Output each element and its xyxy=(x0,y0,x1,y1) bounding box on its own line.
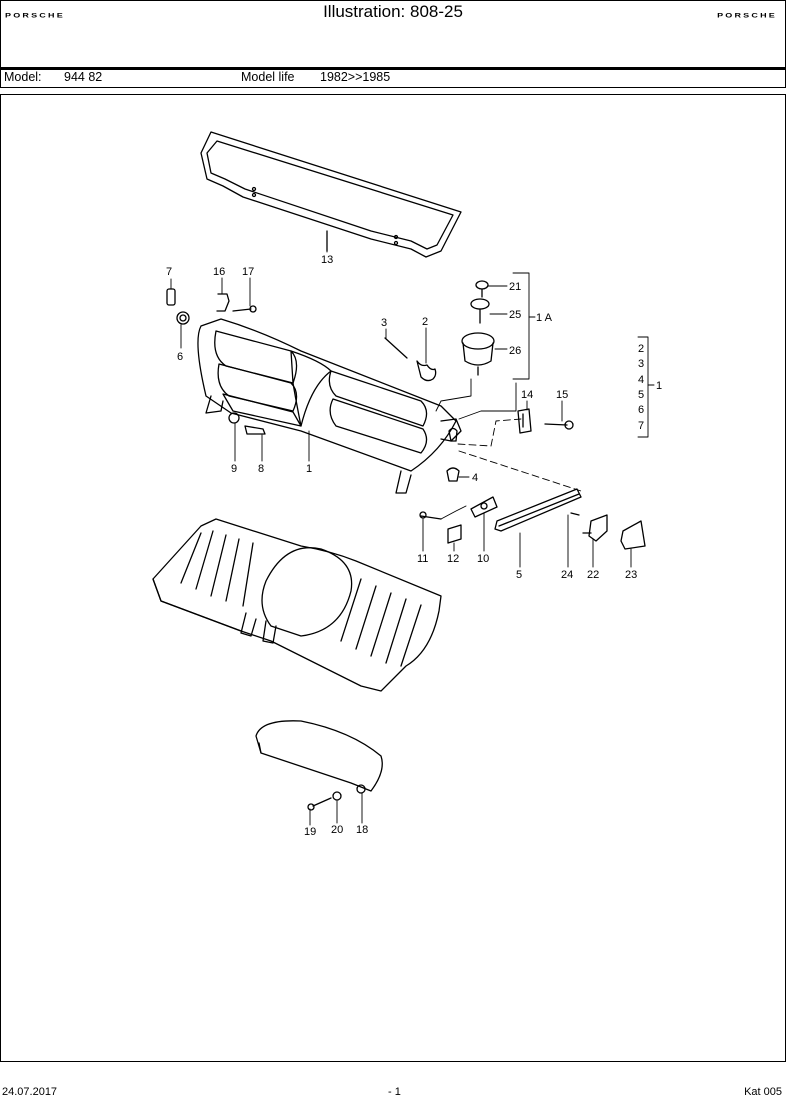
part-21 xyxy=(475,280,489,290)
callout-15: 15 xyxy=(556,389,568,401)
part-3 xyxy=(384,337,408,359)
part-7 xyxy=(166,288,176,306)
callout-10: 10 xyxy=(477,553,489,565)
part-17 xyxy=(232,308,252,312)
part-6 xyxy=(176,311,190,325)
header-divider xyxy=(1,67,785,70)
part-25 xyxy=(470,298,490,310)
callout-21: 21 xyxy=(509,281,521,293)
part-5 xyxy=(494,488,582,532)
porsche-logo-right: PORSCHE xyxy=(717,11,777,19)
seat-backrest-part xyxy=(197,318,462,494)
callout-19: 19 xyxy=(304,826,316,838)
part-11 xyxy=(420,515,442,520)
part-24 xyxy=(570,512,580,516)
footer-date: 24.07.2017 xyxy=(2,1086,58,1098)
armrest-part xyxy=(255,720,383,794)
model-life-label: Model life xyxy=(241,70,295,84)
callout-13: 13 xyxy=(321,254,333,266)
part-16 xyxy=(216,293,230,312)
callout-5: 5 xyxy=(516,569,522,581)
group-item-3: 3 xyxy=(638,358,644,370)
callout-17: 17 xyxy=(242,266,254,278)
diagram-frame: 13 7 16 17 6 3 2 21 25 1 A 26 14 15 9 8 … xyxy=(0,94,786,1062)
leader-lines xyxy=(170,230,655,826)
exploded-parts-diagram: 13 7 16 17 6 3 2 21 25 1 A 26 14 15 9 8 … xyxy=(152,131,662,838)
model-life-value: 1982>>1985 xyxy=(320,70,391,84)
porsche-logo-left: PORSCHE xyxy=(5,11,65,19)
group-item-6: 6 xyxy=(638,404,644,416)
part-8 xyxy=(244,425,266,435)
model-label: Model: xyxy=(4,70,42,84)
callout-14: 14 xyxy=(521,389,533,401)
part-26 xyxy=(461,332,495,350)
part-20 xyxy=(332,791,342,801)
group-item-7: 7 xyxy=(638,420,644,432)
callout-26: 26 xyxy=(509,345,521,357)
parcel-shelf-part xyxy=(200,131,462,258)
part-10 xyxy=(470,496,498,518)
part-9 xyxy=(228,412,240,424)
callout-8: 8 xyxy=(258,463,264,475)
hardware-parts xyxy=(166,280,646,811)
part-2 xyxy=(416,360,437,382)
model-value: 944 82 xyxy=(64,70,103,84)
part-23 xyxy=(620,520,646,550)
footer-catalog: Kat 005 xyxy=(744,1086,782,1098)
callout-labels: 13 7 16 17 6 3 2 21 25 1 A 26 14 15 9 8 … xyxy=(166,254,662,838)
illustration-title: Illustration: 808-25 xyxy=(323,2,463,21)
callout-11: 11 xyxy=(417,553,428,565)
group-item-5: 5 xyxy=(638,389,644,401)
part-22 xyxy=(588,514,608,542)
part-14 xyxy=(517,408,532,434)
group-item-2: 2 xyxy=(638,343,644,355)
callout-25: 25 xyxy=(509,309,521,321)
part-19 xyxy=(312,797,332,807)
callout-4: 4 xyxy=(472,472,478,484)
seat-cushion-part xyxy=(152,518,442,692)
part-15 xyxy=(544,423,568,426)
callout-7: 7 xyxy=(166,266,172,278)
part-4 xyxy=(446,467,460,482)
callout-22: 22 xyxy=(587,569,599,581)
callout-1a: 1 A xyxy=(536,312,553,324)
model-info-row: Model: 944 82 Model life 1982>>1985 xyxy=(1,70,785,87)
callout-1: 1 xyxy=(306,463,312,475)
illustration-header: PORSCHE Illustration: 808-25 PORSCHE Mod… xyxy=(0,0,786,88)
callout-18: 18 xyxy=(356,824,368,836)
callout-23: 23 xyxy=(625,569,637,581)
callout-6: 6 xyxy=(177,351,183,363)
callout-24: 24 xyxy=(561,569,573,581)
callout-9: 9 xyxy=(231,463,237,475)
group-item-4: 4 xyxy=(638,374,644,386)
callout-2: 2 xyxy=(422,316,428,328)
part-12 xyxy=(447,524,462,544)
group-target-1: 1 xyxy=(656,380,662,392)
footer-page-number: - 1 xyxy=(388,1086,401,1098)
callout-12: 12 xyxy=(447,553,459,565)
callout-16: 16 xyxy=(213,266,225,278)
callout-3: 3 xyxy=(381,317,387,329)
callout-20: 20 xyxy=(331,824,343,836)
